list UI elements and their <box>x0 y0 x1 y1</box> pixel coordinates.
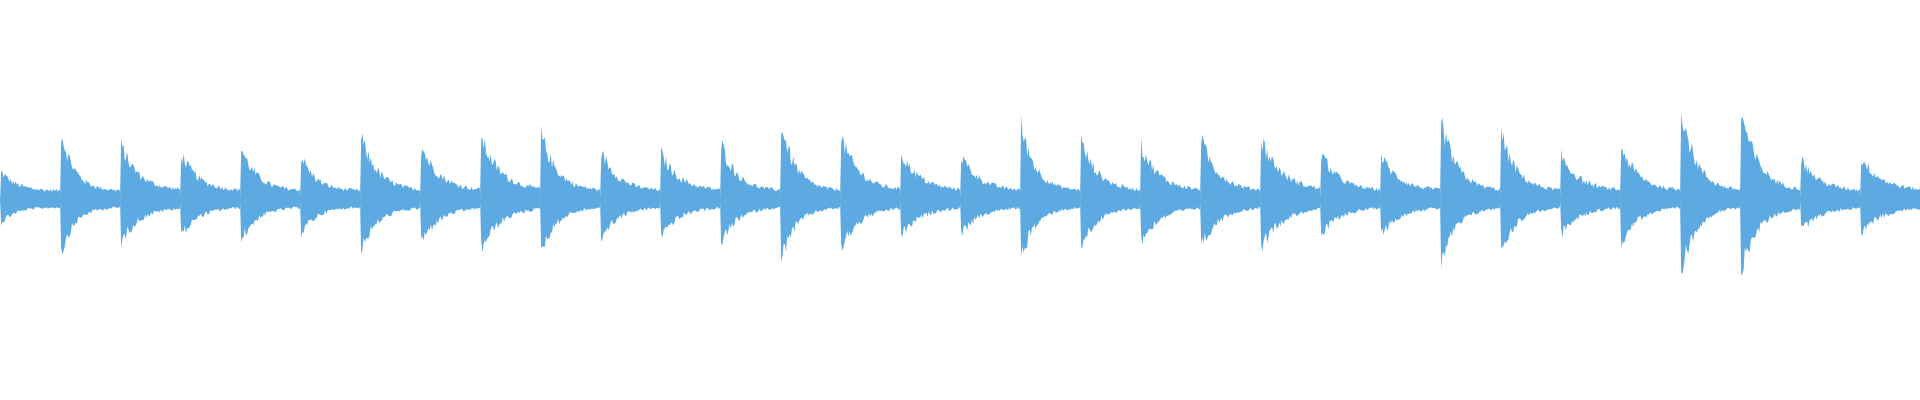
waveform-hit <box>1080 135 1141 249</box>
waveform-centerline <box>1440 198 1501 202</box>
waveform-envelope <box>360 133 420 255</box>
waveform-envelope <box>1500 125 1560 248</box>
waveform-hit <box>1020 114 1081 258</box>
waveform-hit <box>420 149 481 241</box>
waveform-centerline <box>1620 198 1681 202</box>
waveform-envelope <box>1260 138 1320 252</box>
waveform-envelope <box>240 150 300 243</box>
waveform-centerline <box>1380 198 1441 202</box>
waveform-centerline <box>1800 198 1861 202</box>
waveform-hit <box>0 170 61 226</box>
waveform-hit <box>1560 148 1621 238</box>
waveform-centerline <box>1080 198 1141 202</box>
waveform-centerline <box>1680 198 1741 202</box>
waveform-centerline <box>540 198 601 202</box>
waveform-centerline <box>660 198 721 202</box>
waveform-centerline <box>1860 198 1920 202</box>
waveform-envelope <box>960 155 1020 236</box>
waveform-envelope <box>780 131 840 262</box>
waveform-hit <box>540 124 601 249</box>
waveform-envelope <box>1140 136 1200 245</box>
waveform-hit <box>780 131 841 262</box>
waveform-hit <box>1740 117 1801 276</box>
waveform-envelope <box>1740 117 1800 276</box>
waveform-envelope <box>840 136 900 251</box>
waveform-hit <box>1140 136 1201 245</box>
waveform-envelope <box>1560 148 1620 238</box>
waveform-centerline <box>300 198 361 202</box>
waveform-envelope <box>900 155 960 238</box>
waveform-hit <box>1380 152 1441 235</box>
waveform-hit <box>720 140 781 245</box>
waveform-centerline <box>1560 198 1621 202</box>
waveform-envelope <box>540 124 600 249</box>
waveform-hit <box>840 136 901 251</box>
waveform-hit <box>480 137 541 253</box>
waveform-hit <box>1440 118 1501 269</box>
waveform-centerline <box>1260 198 1321 202</box>
waveform-centerline <box>900 198 961 202</box>
waveform-envelope <box>1680 111 1740 274</box>
waveform-hit <box>60 138 121 255</box>
waveform-centerline <box>1500 198 1561 202</box>
waveform-hit <box>1500 125 1561 248</box>
waveform-centerline <box>240 198 301 202</box>
waveform-hit <box>300 158 361 238</box>
waveform-hit <box>1200 134 1261 244</box>
waveform-envelope <box>1200 134 1260 244</box>
waveform-centerline <box>420 198 481 202</box>
waveform-hit <box>1800 156 1861 228</box>
waveform-hit <box>1260 138 1321 252</box>
waveform-hit <box>1320 153 1381 236</box>
waveform-envelope <box>1380 152 1440 235</box>
waveform-centerline <box>1020 198 1081 202</box>
waveform-hit <box>120 137 181 249</box>
waveform-hit <box>240 150 301 243</box>
waveform-envelope <box>1320 153 1380 236</box>
waveform-centerline <box>780 198 841 202</box>
waveform-envelope <box>720 140 780 245</box>
waveform-centerline <box>720 198 781 202</box>
waveform-envelope <box>1020 114 1080 258</box>
waveform-centerline <box>1200 198 1261 202</box>
waveform-centerline <box>360 198 421 202</box>
waveform-envelope <box>1800 156 1860 228</box>
waveform-hit <box>600 151 661 242</box>
waveform-centerline <box>480 198 541 202</box>
waveform-centerline <box>60 198 121 202</box>
waveform-hit <box>900 155 961 238</box>
waveform-centerline <box>180 198 241 202</box>
waveform-hit <box>180 153 241 234</box>
waveform-hit <box>660 147 721 238</box>
waveform-envelope <box>420 149 480 241</box>
waveform-envelope <box>120 137 180 249</box>
waveform-hit <box>1620 148 1681 249</box>
waveform-envelope <box>180 153 240 234</box>
waveform-envelope <box>60 138 120 255</box>
waveform-envelope <box>1440 118 1500 269</box>
waveform-envelope <box>1080 135 1140 249</box>
waveform-centerline <box>1740 198 1801 202</box>
waveform-hit <box>960 155 1021 236</box>
waveform-centerline <box>1140 198 1201 202</box>
waveform-hit <box>1860 162 1920 237</box>
waveform-envelope <box>600 151 660 242</box>
waveform-hit <box>1680 111 1741 274</box>
waveform-centerline <box>960 198 1021 202</box>
waveform-centerline <box>1320 198 1381 202</box>
waveform-centerline <box>600 198 661 202</box>
waveform-centerline <box>840 198 901 202</box>
waveform-envelope <box>660 147 720 238</box>
waveform-centerline <box>120 198 181 202</box>
waveform-centerline <box>0 198 61 202</box>
waveform-envelope <box>480 137 540 253</box>
waveform-hit <box>360 133 421 255</box>
